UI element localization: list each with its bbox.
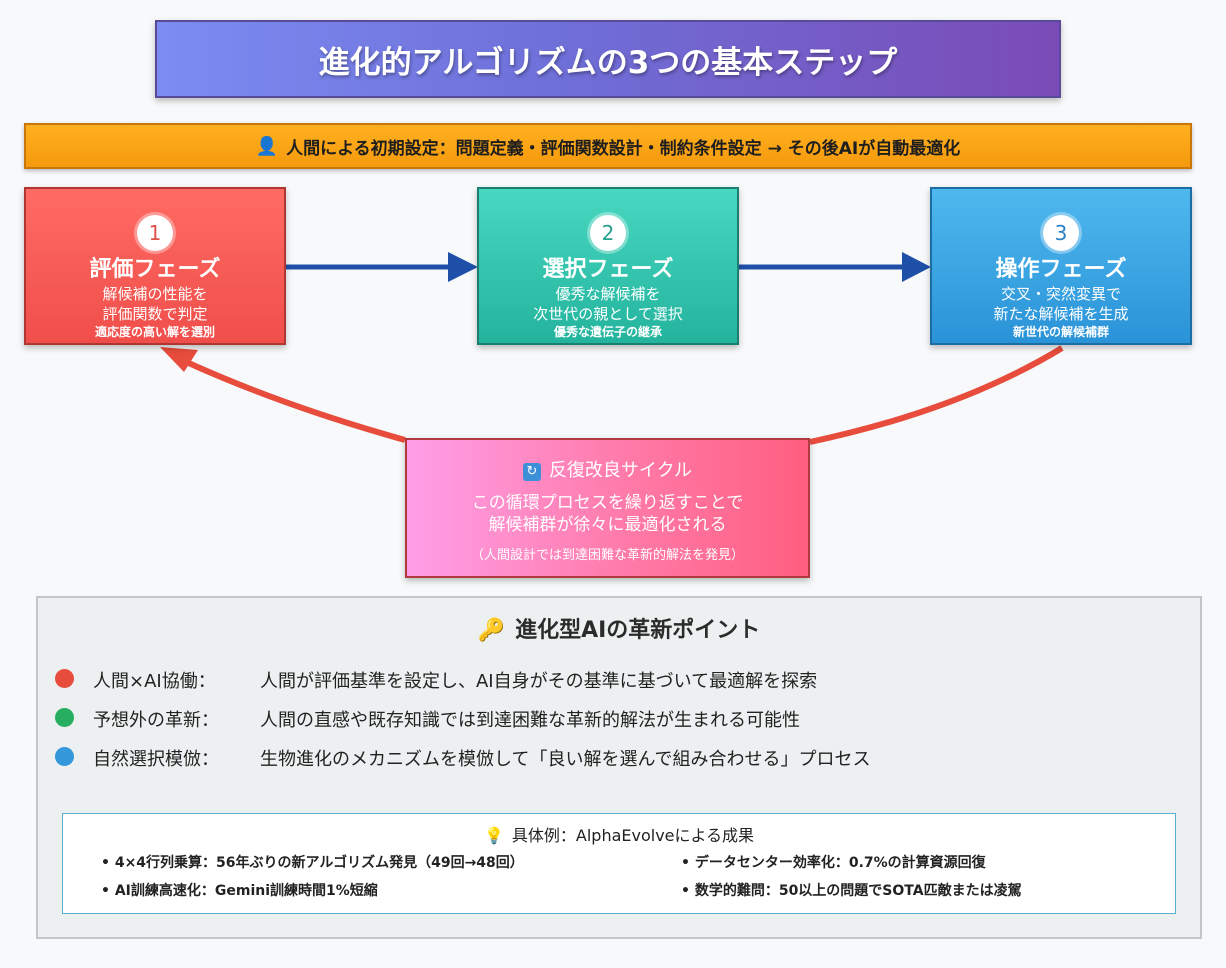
phase-desc-line: 新たな解候補を生成: [993, 305, 1129, 323]
example-box: 💡 具体例：AlphaEvolveによる成果 • 4×4行列乗算：56年ぶりの新ア…: [62, 813, 1176, 914]
person-icon: 👤: [255, 135, 279, 157]
points-title: 🔑 進化型AIの革新ポイント: [38, 612, 1200, 644]
points-title-text: 進化型AIの革新ポイント: [515, 618, 761, 643]
refresh-icon: ↻: [522, 463, 541, 481]
phase-desc-line: 解候補の性能を: [102, 285, 208, 303]
phase-note: 適応度の高い解を選別: [94, 325, 215, 339]
initial-setup-text: 人間による初期設定：問題定義・評価関数設計・制約条件設定 → その後AIが自動最…: [286, 138, 961, 159]
example-item: • 数学的難問：50以上の問題でSOTA匹敵または凌駕: [681, 883, 1022, 899]
step-number-3: 3: [1043, 215, 1079, 251]
phase-title: 選択フェーズ: [542, 257, 674, 282]
phase-title: 評価フェーズ: [89, 257, 221, 282]
point-desc: 人間の直感や既存知識では到達困難な革新的解法が生まれる可能性: [260, 710, 800, 731]
red-dot-icon: [55, 669, 74, 688]
arrow-eval-to-select-head: [448, 252, 478, 282]
phase-desc-line: 評価関数で判定: [102, 305, 208, 323]
example-title: 💡 具体例：AlphaEvolveによる成果: [63, 822, 1175, 846]
phase-title: 操作フェーズ: [995, 257, 1127, 282]
point-label: 予想外の革新：: [93, 710, 219, 731]
phase-box-operation: 3 操作フェーズ 交叉・突然変異で 新たな解候補を生成 新世代の解候補群: [930, 187, 1192, 345]
arrow-cycle-to-eval: [180, 357, 406, 443]
arrow-select-to-operate-head: [902, 252, 931, 282]
green-dot-icon: [55, 708, 74, 727]
key-icon: 🔑: [477, 618, 506, 643]
arrow-cycle-to-eval-head: [160, 347, 198, 372]
phase-note: 優秀な遺伝子の継承: [553, 325, 662, 339]
cycle-title-text: 反復改良サイクル: [548, 460, 693, 481]
phase-desc-line: 交叉・突然変異で: [1000, 285, 1121, 303]
page-title-text: 進化的アルゴリズムの3つの基本ステップ: [318, 44, 898, 81]
phase-desc-line: 次世代の親として選択: [533, 305, 683, 323]
example-item: • データセンター効率化：0.7%の計算資源回復: [681, 855, 986, 871]
point-desc: 人間が評価基準を設定し、AI自身がその基準に基づいて最適解を探索: [260, 671, 818, 692]
lightbulb-icon: 💡: [483, 826, 504, 845]
phase-box-selection: 2 選択フェーズ 優秀な解候補を 次世代の親として選択 優秀な遺伝子の継承: [477, 187, 739, 345]
blue-dot-icon: [55, 747, 74, 766]
example-item: • AI訓練高速化：Gemini訓練時間1%短縮: [101, 883, 378, 899]
phase-desc-line: 優秀な解候補を: [555, 285, 661, 303]
step-number-1: 1: [137, 215, 173, 251]
example-item: • 4×4行列乗算：56年ぶりの新アルゴリズム発見（49回→48回）: [101, 855, 524, 871]
arrow-operate-to-cycle: [809, 345, 1064, 445]
point-label: 人間×AI協働：: [93, 671, 216, 692]
page-title: 進化的アルゴリズムの3つの基本ステップ: [155, 20, 1061, 98]
phase-note: 新世代の解候補群: [1012, 325, 1109, 339]
initial-setup-banner: 👤 人間による初期設定：問題定義・評価関数設計・制約条件設定 → その後AIが自…: [24, 123, 1192, 169]
cycle-title: ↻ 反復改良サイクル: [407, 456, 808, 482]
point-desc: 生物進化のメカニズムを模倣して「良い解を選んで組み合わせる」プロセス: [260, 749, 871, 770]
cycle-desc-line: 解候補群が徐々に最適化される: [488, 515, 727, 535]
example-title-text: 具体例：AlphaEvolveによる成果: [511, 826, 755, 845]
cycle-note: （人間設計では到達困難な革新的解法を発見）: [470, 548, 744, 563]
step-number-2: 2: [590, 215, 626, 251]
phase-box-evaluation: 1 評価フェーズ 解候補の性能を 評価関数で判定 適応度の高い解を選別: [24, 187, 286, 345]
iteration-cycle-box: ↻ 反復改良サイクル この循環プロセスを繰り返すことで 解候補群が徐々に最適化され…: [405, 438, 810, 578]
cycle-desc-line: この循環プロセスを繰り返すことで: [471, 493, 744, 513]
point-label: 自然選択模倣：: [93, 749, 219, 770]
